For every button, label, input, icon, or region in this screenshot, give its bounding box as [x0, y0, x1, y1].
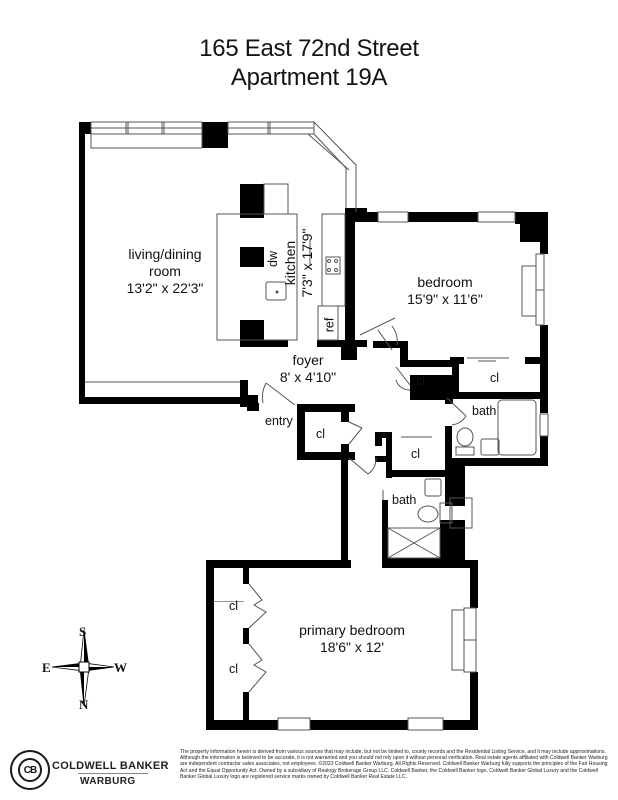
- room-kitchen: kitchen 7'3" x 17'9": [282, 213, 316, 313]
- brand-office: WARBURG: [80, 776, 136, 787]
- label-closet-primary-2: cl: [229, 662, 239, 676]
- brand-name: COLDWELL BANKER: [52, 760, 169, 772]
- room-name: bedroom: [417, 274, 473, 290]
- logo-monogram: CB: [18, 758, 42, 782]
- brand-divider: [78, 773, 148, 774]
- legal-disclaimer: The property information herein is deriv…: [180, 749, 608, 780]
- room-name: foyer: [292, 352, 324, 368]
- compass-north: N: [79, 697, 89, 712]
- room-bedroom: bedroom 15'9" x 11'6": [380, 274, 510, 308]
- room-dimensions: 13'2" x 22'3": [126, 280, 204, 296]
- label-closet-hall: cl: [411, 447, 421, 461]
- label-bath-1: bath: [472, 404, 497, 418]
- property-address: 165 East 72nd Street: [199, 35, 419, 62]
- room-name: living/dining: [128, 246, 202, 262]
- label-entry: entry: [265, 414, 293, 428]
- room-foyer: foyer 8' x 4'10": [258, 352, 358, 386]
- room-dimensions: 18'6" x 12': [319, 639, 385, 655]
- label-dishwasher: dw: [265, 251, 280, 267]
- brand-logo-icon: CB: [10, 750, 50, 790]
- room-dimensions: 8' x 4'10": [279, 369, 337, 385]
- room-name: primary bedroom: [299, 622, 405, 638]
- room-dimensions: 15'9" x 11'6": [407, 291, 483, 307]
- room-dimensions: 7'3" x 17'9": [299, 228, 315, 298]
- label-closet-primary-1: cl: [229, 599, 239, 613]
- apartment-number: Apartment 19A: [230, 64, 388, 91]
- thin-lines: [85, 121, 549, 731]
- label-refrigerator: ref: [322, 317, 337, 333]
- label-closet-bedroom: cl: [490, 371, 500, 385]
- room-primary-bedroom: primary bedroom 18'6" x 12': [282, 622, 422, 656]
- room-name-line2: room: [149, 263, 181, 279]
- compass-east: E: [42, 660, 51, 675]
- room-name: kitchen: [282, 240, 298, 286]
- compass-rose: [51, 629, 115, 707]
- label-bath-2: bath: [392, 493, 417, 507]
- compass-west: W: [114, 660, 127, 675]
- label-closet-foyer: cl: [316, 427, 326, 441]
- room-living-dining: living/dining room 13'2" x 22'3": [95, 246, 235, 297]
- label-closet-small: cl: [416, 374, 426, 388]
- compass-south: S: [79, 624, 87, 639]
- walls: [79, 122, 548, 730]
